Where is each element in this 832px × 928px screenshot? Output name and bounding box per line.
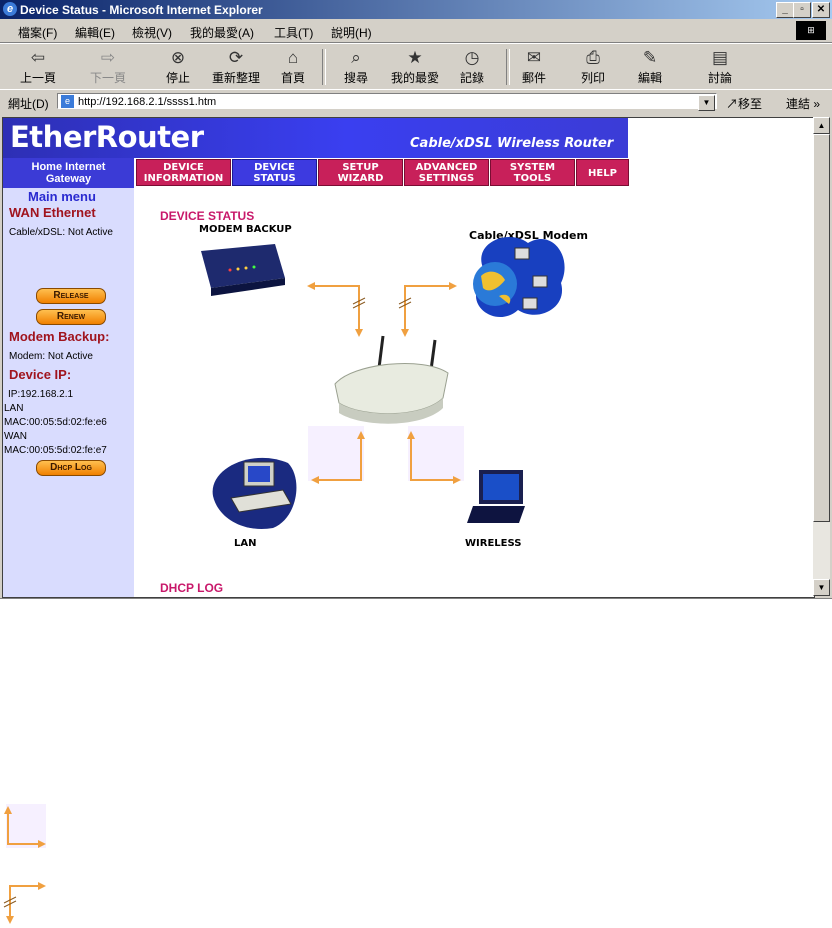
scroll-thumb[interactable]	[813, 134, 830, 522]
browser-window: e Device Status - Microsoft Internet Exp…	[0, 0, 832, 599]
menu-view[interactable]: 檢視(V)	[132, 26, 172, 40]
address-label: 網址(D)	[8, 97, 49, 111]
close-button[interactable]: ✕	[812, 2, 830, 18]
renew-button[interactable]: Renew	[36, 309, 106, 325]
minimize-button[interactable]: _	[776, 2, 794, 18]
wan-label: WAN	[4, 431, 27, 442]
maximize-button[interactable]: ▫	[793, 2, 811, 18]
dhcp-log-button[interactable]: Dhcp Log	[36, 460, 106, 476]
toolbar-separator	[322, 49, 326, 85]
history-button[interactable]: ◷記錄	[460, 48, 485, 85]
vertical-scrollbar[interactable]: ▲ ▼	[813, 117, 830, 596]
links-button[interactable]: 連結 »	[786, 97, 821, 111]
lan-computer-icon	[212, 457, 297, 529]
wireless-panel-bg	[408, 426, 464, 481]
home-icon: ⌂	[287, 48, 299, 67]
wireless-laptop-icon	[467, 470, 525, 523]
router-device-icon	[334, 335, 449, 424]
link-break-marks	[352, 297, 412, 309]
ie-logo-icon: e	[3, 2, 17, 16]
forward-button[interactable]: ⇨下一頁	[90, 48, 127, 85]
connection-arrows	[311, 285, 457, 481]
lan-mac: MAC:00:05:5d:02:fe:e6	[4, 417, 107, 428]
arrow-heads	[307, 282, 461, 484]
wireless-label: WIRELESS	[465, 538, 522, 549]
nav-help[interactable]: HELP	[576, 159, 629, 186]
window-title: Device Status - Microsoft Internet Explo…	[20, 3, 263, 17]
forward-arrow-icon: ⇨	[100, 48, 116, 67]
edit-button[interactable]: ✎編輯	[638, 48, 663, 85]
cable-modem-globe-icon	[473, 237, 565, 318]
toolbar: ⇦上一頁 ⇨下一頁 ⊗停止 ⟳重新整理 ⌂首頁 ⌕搜尋 ★我的最愛 ◷記錄 ✉郵…	[0, 43, 832, 90]
stop-button[interactable]: ⊗停止	[166, 48, 191, 85]
discuss-icon: ▤	[711, 48, 729, 67]
wan-mac: MAC:00:05:5d:02:fe:e7	[4, 445, 107, 456]
print-button[interactable]: ⎙列印	[581, 48, 606, 85]
favorites-folder-icon: ★	[407, 48, 423, 67]
printer-icon: ⎙	[586, 48, 600, 67]
device-status-title: DEVICE STATUS	[160, 209, 255, 223]
address-bar: 網址(D) e http://192.168.2.1/ssss1.htm ↗移至…	[0, 89, 832, 114]
search-button[interactable]: ⌕搜尋	[344, 48, 369, 85]
menu-bar: 檔案(F) 編輯(E) 檢視(V) 我的最愛(A) 工具(T) 說明(H) ⊞	[0, 20, 832, 43]
dhcp-log-title: DHCP LOG	[160, 581, 224, 595]
lower-arrow-graphics	[3, 804, 46, 924]
menu-help[interactable]: 說明(H)	[331, 26, 372, 40]
page-viewport: EtherRouter Cable/xDSL Wireless Router H…	[2, 117, 815, 598]
lan-label: LAN	[4, 403, 24, 414]
mail-icon: ✉	[526, 48, 542, 67]
go-button[interactable]: ↗移至	[726, 97, 763, 111]
release-button[interactable]: Release	[36, 288, 106, 304]
sub-brand: Home Internet Gateway	[3, 158, 134, 188]
title-bar: e Device Status - Microsoft Internet Exp…	[0, 0, 832, 19]
mail-button[interactable]: ✉郵件	[522, 48, 547, 85]
device-ip-heading: Device IP:	[9, 367, 72, 382]
windows-logo-icon: ⊞	[796, 21, 826, 40]
menu-favorites[interactable]: 我的最愛(A)	[190, 26, 254, 40]
tagline: Cable/xDSL Wireless Router	[410, 136, 614, 151]
address-input[interactable]: e http://192.168.2.1/ssss1.htm	[57, 93, 717, 109]
device-ip: IP:192.168.2.1	[8, 389, 74, 400]
lan-diagram-label: LAN	[234, 538, 257, 549]
stop-icon: ⊗	[170, 48, 186, 67]
modem-status: Modem: Not Active	[9, 351, 93, 362]
home-button[interactable]: ⌂首頁	[281, 48, 306, 85]
address-dropdown[interactable]: ▼	[698, 95, 715, 111]
favorites-button[interactable]: ★我的最愛	[391, 48, 440, 85]
menu-edit[interactable]: 編輯(E)	[75, 26, 115, 40]
sidebar: Home Internet Gateway Main menu WAN Ethe…	[3, 158, 134, 597]
discuss-button[interactable]: ▤討論	[708, 48, 733, 85]
history-icon: ◷	[464, 48, 480, 67]
page-icon: e	[61, 95, 74, 108]
main-menu-heading: Main menu	[28, 189, 96, 204]
modem-device-icon	[201, 244, 285, 296]
refresh-button[interactable]: ⟳重新整理	[212, 48, 261, 85]
edit-icon: ✎	[642, 48, 658, 67]
refresh-icon: ⟳	[228, 48, 244, 67]
brand-logo: EtherRouter	[10, 120, 204, 154]
search-icon: ⌕	[351, 48, 361, 67]
wan-heading: WAN Ethernet	[9, 205, 96, 220]
scroll-down-button[interactable]: ▼	[813, 579, 830, 596]
modem-heading: Modem Backup:	[9, 329, 110, 344]
lan-panel-bg	[308, 426, 364, 481]
back-arrow-icon: ⇦	[30, 48, 46, 67]
wan-status: Cable/xDSL: Not Active	[9, 227, 113, 238]
toolbar-separator	[506, 49, 510, 85]
menu-tools[interactable]: 工具(T)	[274, 26, 314, 40]
scroll-up-button[interactable]: ▲	[813, 117, 830, 134]
address-url: http://192.168.2.1/ssss1.htm	[78, 96, 217, 108]
modem-backup-label: MODEM BACKUP	[199, 224, 292, 235]
network-diagram	[201, 237, 565, 529]
back-button[interactable]: ⇦上一頁	[20, 48, 57, 85]
router-header: EtherRouter Cable/xDSL Wireless Router	[3, 118, 628, 158]
menu-file[interactable]: 檔案(F)	[18, 26, 58, 40]
